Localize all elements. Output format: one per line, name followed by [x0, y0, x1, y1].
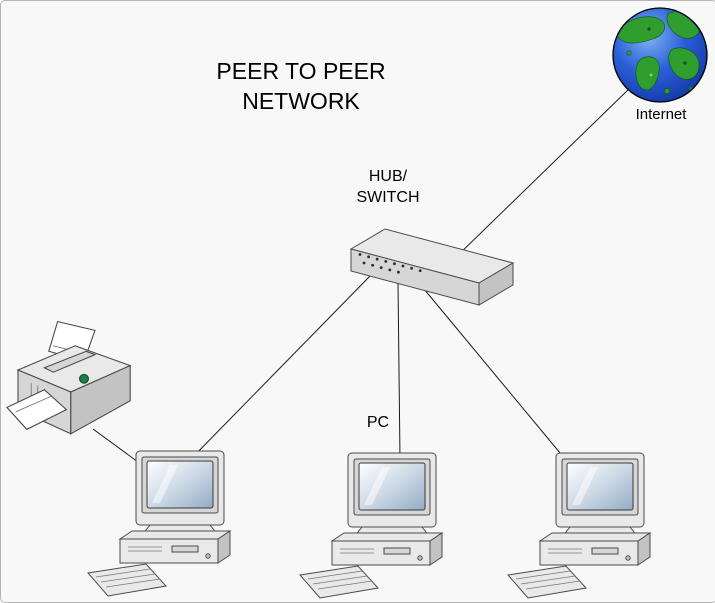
printer-icon: [6, 320, 132, 435]
connection-lines: [92, 86, 632, 474]
hub-switch-icon: [349, 228, 515, 306]
printer-side: [70, 364, 131, 435]
edge-hub-pc-right: [423, 288, 571, 466]
pc-label: PC: [366, 414, 390, 431]
workstation-right: [507, 452, 651, 599]
edge-hub-pc-left: [186, 273, 373, 464]
hub-ports: [358, 253, 422, 274]
hub-front-face: [350, 248, 480, 306]
internet-globe-icon: [612, 7, 708, 103]
workstation-left: [87, 450, 231, 597]
printer-power-light: [79, 373, 89, 384]
edge-hub-pc-middle: [397, 281, 401, 460]
edge-hub-internet: [451, 86, 632, 262]
diagram-title: PEER TO PEER NETWORK: [216, 58, 386, 115]
internet-label: Internet: [635, 106, 687, 123]
workstation-middle: [299, 452, 443, 599]
printer-paper-out: [6, 389, 68, 431]
hub-switch-label: HUB/ SWITCH: [356, 168, 420, 207]
